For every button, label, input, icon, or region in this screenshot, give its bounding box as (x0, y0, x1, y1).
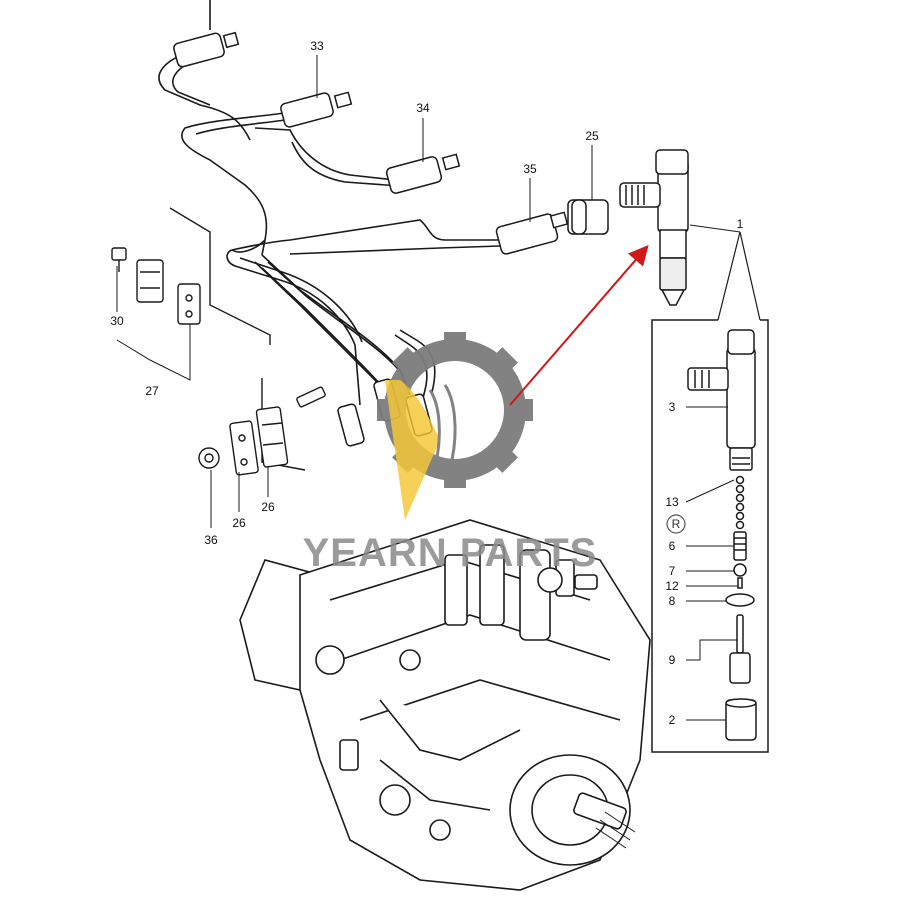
callout-35: 35 (523, 162, 537, 176)
registered-mark: R (666, 514, 686, 534)
registered-symbol: R (672, 517, 681, 531)
callout-9: 9 (669, 653, 676, 667)
callout-2: 2 (669, 713, 676, 727)
callout-3: 3 (669, 400, 676, 414)
injector-breakdown-box (651, 231, 769, 753)
leader-lines (116, 55, 741, 721)
watermark-text: YEARN PARTS (303, 531, 598, 575)
callout-33: 33 (310, 39, 324, 53)
callout-30: 30 (110, 314, 124, 328)
callout-6: 6 (669, 539, 676, 553)
gear-logo-icon (377, 332, 533, 520)
callout-26b: 26 (261, 500, 275, 514)
pointer-arrow (509, 244, 649, 406)
callout-26a: 26 (232, 516, 246, 530)
callout-34: 34 (416, 101, 430, 115)
callout-27: 27 (145, 384, 159, 398)
callout-25: 25 (585, 129, 599, 143)
callout-7: 7 (669, 564, 676, 578)
callout-12: 12 (665, 579, 679, 593)
callout-labels: 33 34 25 35 1 30 27 26 26 36 3 13 6 7 12… (110, 39, 743, 727)
injector-assembly-top (567, 149, 689, 306)
callout-8: 8 (669, 594, 676, 608)
clamp-parts (111, 207, 326, 476)
callout-1: 1 (737, 217, 744, 231)
callout-13: 13 (665, 495, 679, 509)
callout-36: 36 (204, 533, 218, 547)
injection-pump (239, 519, 651, 891)
